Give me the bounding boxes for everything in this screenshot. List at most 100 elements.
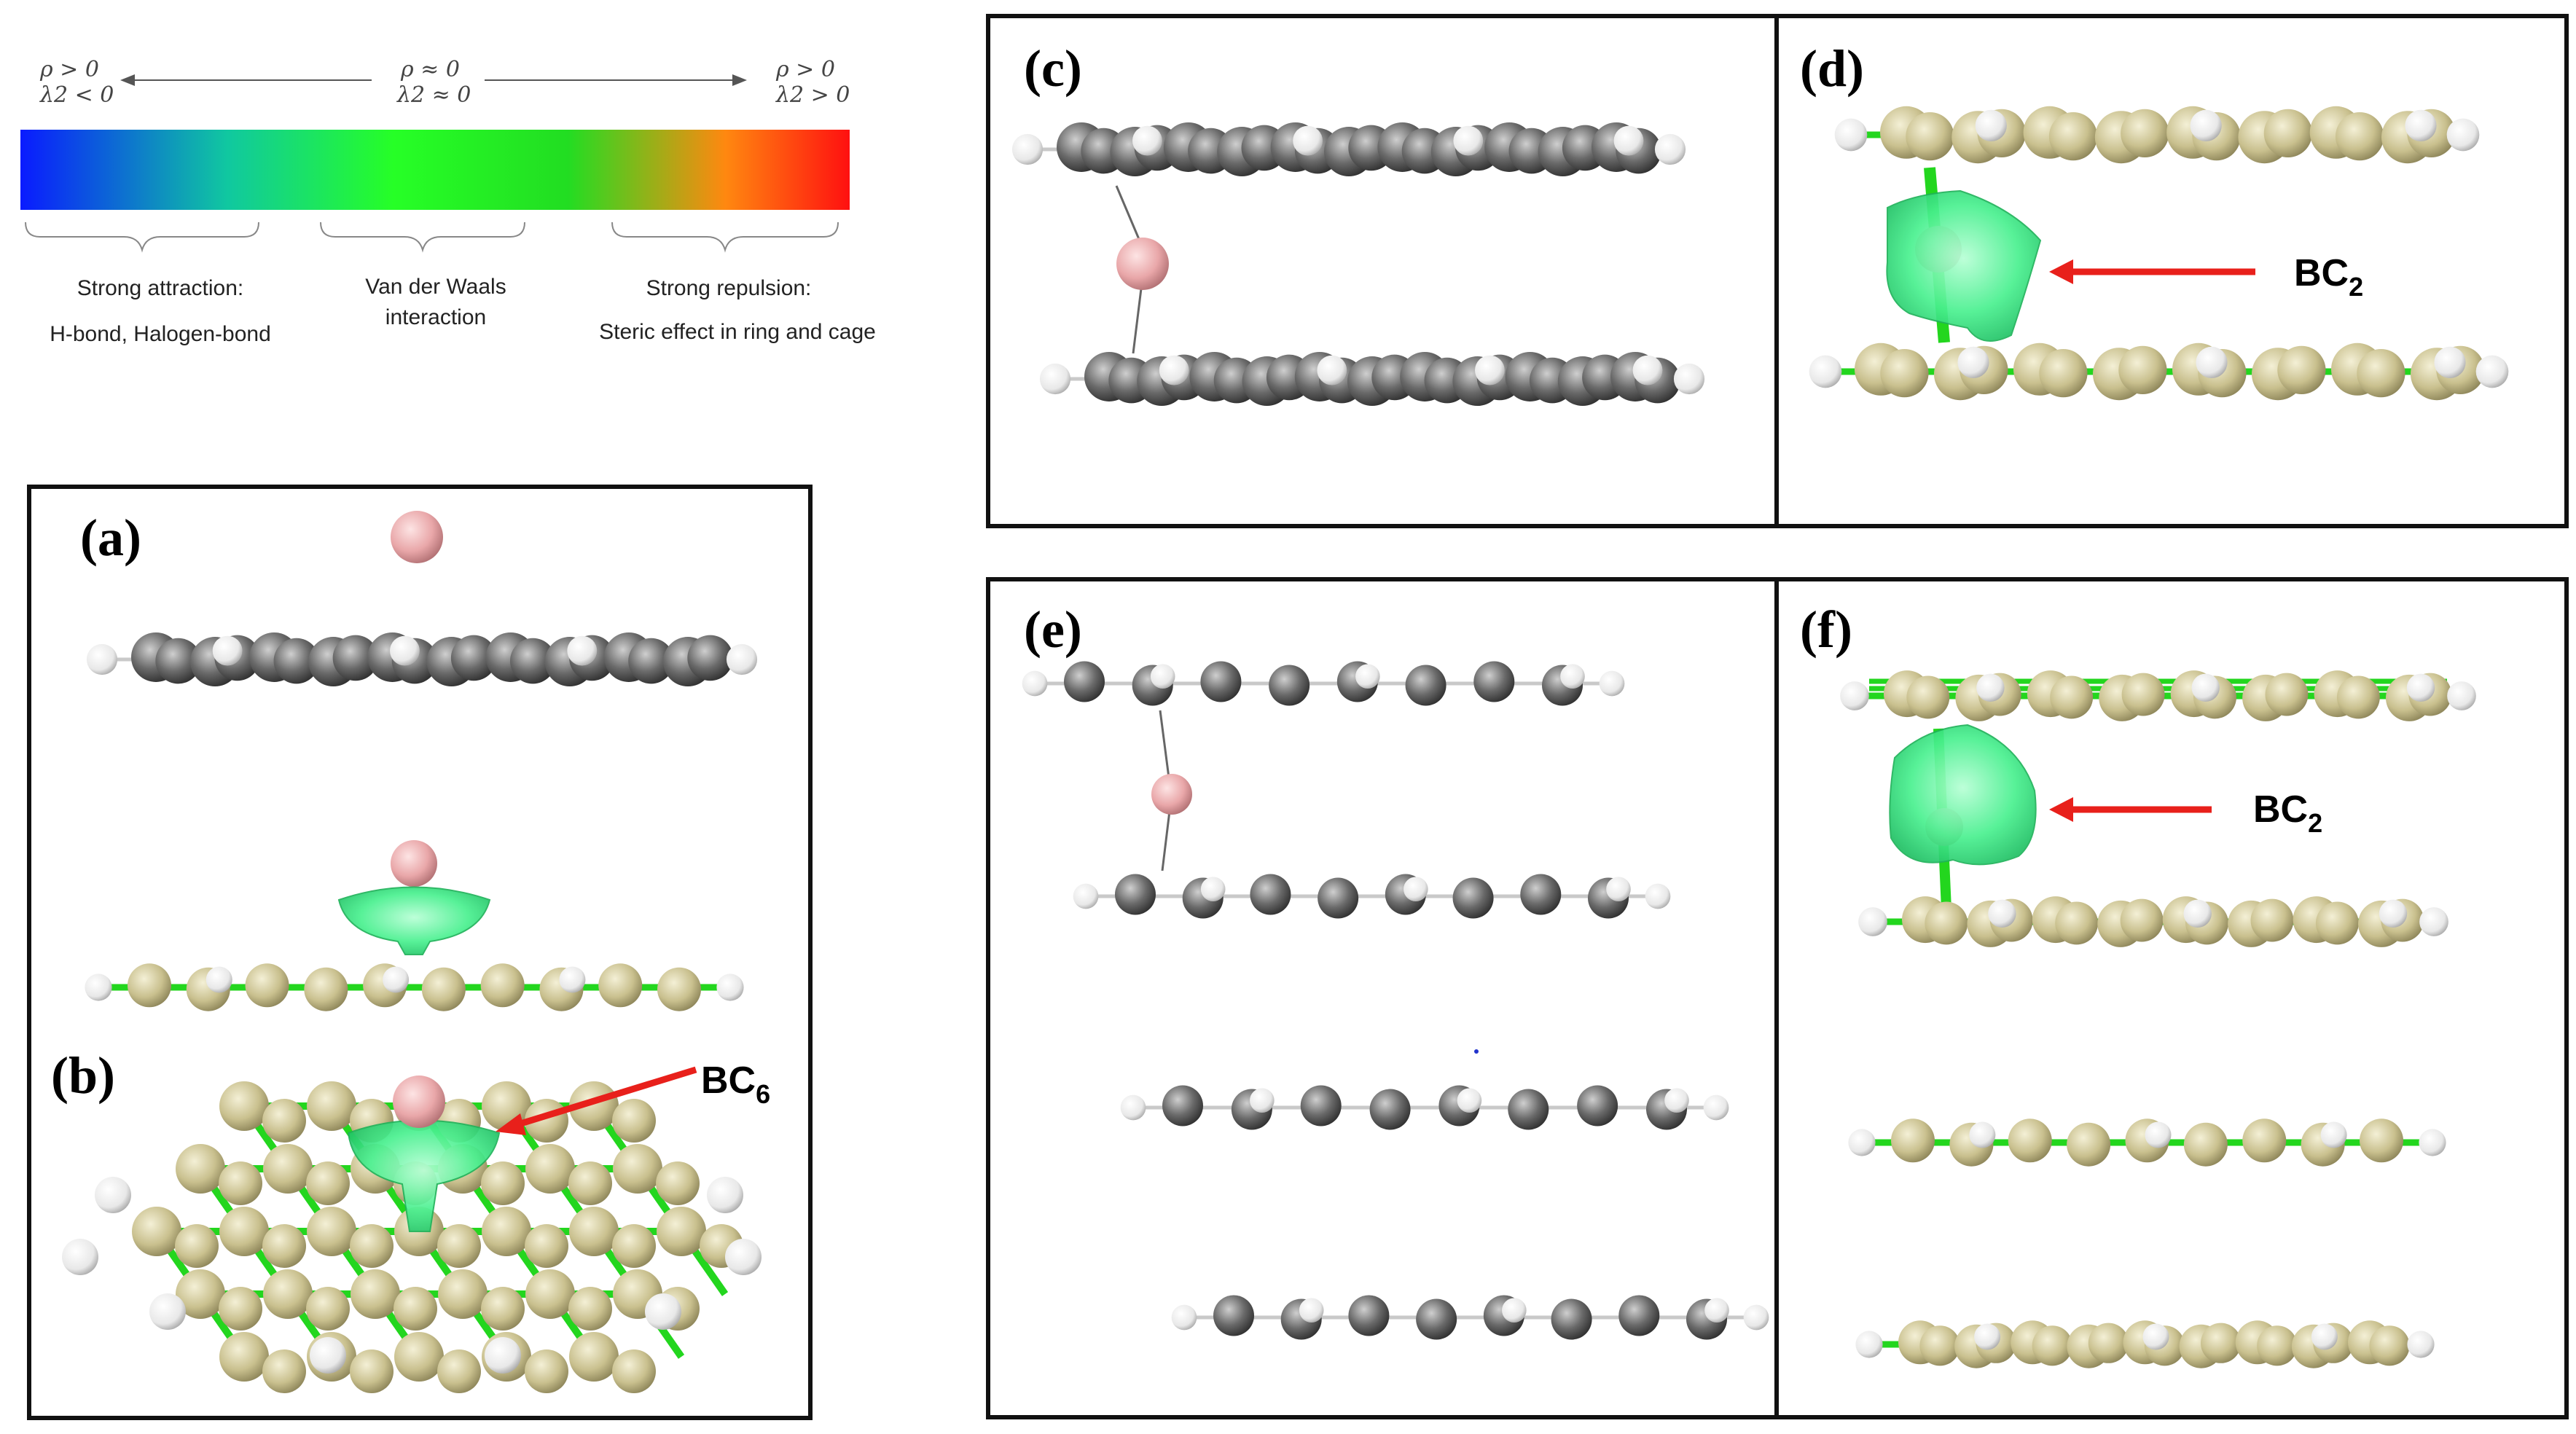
panel-f-isosurface [1889,724,2037,866]
carbon-atom [2336,675,2380,719]
carbon-atom [262,1224,306,1268]
carbon-atom [155,638,201,684]
carbon-atom [1520,874,1562,915]
panel-b-boron-bottom [393,1076,445,1128]
hydrogen-atom [1632,355,1663,385]
hydrogen-atom [2196,346,2228,378]
hydrogen-atom [485,1337,521,1374]
panel-a-boron [391,511,443,563]
carbon-atom [307,1207,356,1256]
nci-legend: ρ > 0 λ2 < 0 ρ ≈ 0 λ2 ≈ 0 ρ > 0 λ2 > 0 S… [20,57,876,346]
carbon-atom [176,1144,225,1194]
hydrogen-atom [390,635,420,666]
legend-arrowhead-right [732,74,747,86]
hydrogen-atom [1560,664,1585,689]
carbon-atom [656,1161,700,1205]
carbon-atom [1162,1085,1203,1127]
molecule-models [62,106,2509,1393]
carbon-atom [219,1332,269,1382]
carbon-atom [1300,1085,1342,1127]
legend-brace-right [611,222,839,253]
bc6-arrow [505,1066,697,1132]
carbon-atom [2335,112,2384,161]
panel-e-bond-2 [1161,810,1171,871]
panel-c-bond [1115,185,1144,248]
carbon-atom [1348,1295,1390,1336]
carbon-atom [1405,665,1446,706]
carbon-atom [2183,1122,2228,1167]
hydrogen-atom [1606,877,1631,901]
hydrogen-atom [1457,1088,1482,1113]
bc6-label: BC6 [701,1059,770,1109]
carbon-atom [2050,675,2094,719]
carbon-atom [613,1144,662,1194]
carbon-atom [2315,901,2359,945]
carbon-atom [1880,349,1929,398]
carbon-atom [262,1099,306,1143]
legend-left-top: ρ > 0 [39,57,99,82]
hydrogen-atom [1645,883,1671,909]
hydrogen-atom [86,643,118,675]
carbon-atom [2008,1118,2052,1163]
hydrogen-atom [2145,1121,2172,1148]
carbon-atom [307,1081,356,1131]
legend-left-bottom: λ2 < 0 [39,82,114,108]
carbon-atom [2039,349,2088,398]
hydrogen-atom [1171,1304,1197,1331]
hydrogen-atom [1703,1094,1729,1121]
hydrogen-atom [1404,877,1428,901]
hydrogen-atom [1293,125,1323,156]
carbon-atom [568,1161,612,1205]
hydrogen-atom [2379,899,2408,928]
carbon-atom [2360,1118,2403,1163]
bc6-annotation: BC6 [496,1059,770,1135]
carbon-atom [568,1287,612,1331]
hydrogen-atom [1453,125,1484,156]
nci-isosurface [337,886,491,955]
hydrogen-atom [212,635,243,666]
carbon-atom [657,1207,706,1256]
hydrogen-atom [1976,673,2005,702]
carbon-atom [2121,109,2169,157]
legend-brace-middle [320,222,525,253]
carbon-atom [350,1349,394,1393]
hydrogen-atom [2475,355,2509,388]
carbon-atom [263,1269,313,1319]
hydrogen-atom [725,1239,762,1275]
carbon-atom [1906,675,1950,719]
carbon-atom [306,1161,350,1205]
carbon-atom [2120,898,2164,942]
hydrogen-atom [1855,1331,1883,1358]
carbon-atom [2048,112,2098,161]
panel-e-bond [1159,710,1171,784]
panel-e-sheet-2 [1073,874,1671,919]
bc2-label-f-main: BC [2253,788,2308,831]
panel-d-sheet-bottom [1809,342,2509,401]
carbon-atom [219,1081,269,1131]
carbon-atom [306,1287,350,1331]
panel-c-sheet-top [1011,122,1686,177]
carbon-atom [1318,877,1359,919]
carbon-atom [1452,877,1494,919]
carbon-atom [612,1099,656,1143]
hydrogen-atom [726,643,758,675]
carbon-atom [525,1224,568,1268]
hydrogen-atom [1132,125,1162,156]
carbon-atom [1577,1085,1618,1127]
legend-group1-line2: H-bond, Halogen-bond [50,322,271,346]
carbon-atom [480,963,525,1008]
bc6-label-main: BC [701,1059,756,1102]
b-c-bond [1159,710,1171,784]
nci-isosurface [1889,724,2037,866]
hydrogen-atom [2183,899,2212,928]
hydrogen-atom [1073,883,1099,909]
carbon-atom [421,967,466,1011]
carbon-atom [1551,1298,1592,1340]
hydrogen-atom [2405,109,2437,141]
hydrogen-atom [85,973,112,1001]
hydrogen-atom [1022,670,1048,697]
hydrogen-atom [1502,1298,1527,1323]
hydrogen-atom [2311,1323,2338,1350]
carbon-atom [219,1287,262,1331]
carbon-atom [132,1207,181,1256]
